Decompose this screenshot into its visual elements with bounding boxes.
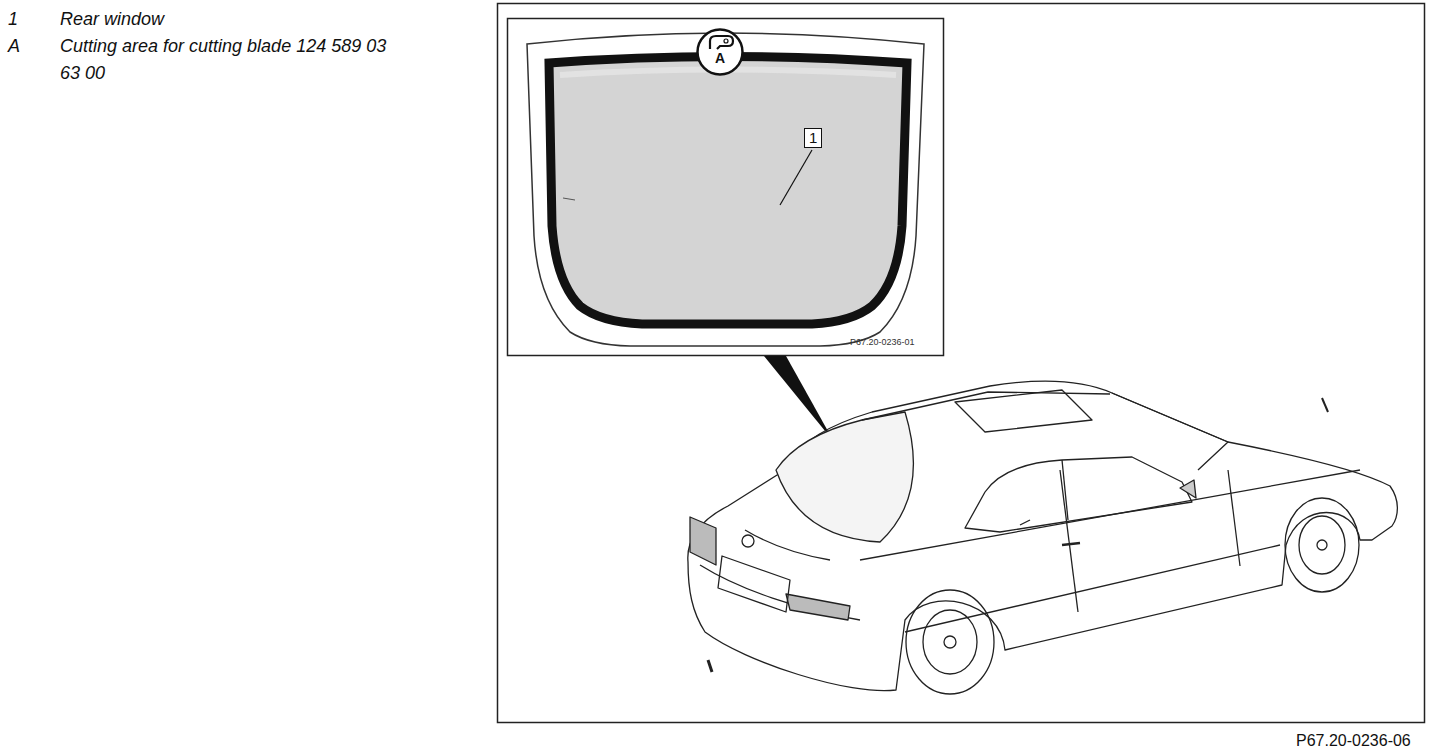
- rear-hub: [944, 636, 956, 648]
- symbol-letter: A: [696, 50, 744, 66]
- legend-text: Rear window: [60, 6, 164, 33]
- antenna: [1322, 398, 1328, 412]
- front-rim: [1299, 516, 1345, 574]
- emblem: [742, 535, 754, 547]
- license-plate: [718, 556, 790, 612]
- rear-window-glass: [549, 57, 907, 325]
- car-rear-window: [776, 412, 914, 542]
- outer-frame: [498, 4, 1425, 723]
- inset-frame: [508, 19, 944, 356]
- bumper-line: [700, 565, 860, 620]
- door-line: [1060, 470, 1078, 612]
- legend-key: 1: [8, 6, 18, 33]
- sill-line: [905, 545, 1280, 632]
- car-illustration: [688, 381, 1398, 694]
- sunroof: [955, 390, 1092, 432]
- cutting-blade-icon: [710, 36, 733, 49]
- callout-number: 1: [804, 128, 822, 148]
- legend-text: Cutting area for cutting blade 124 589 0…: [60, 33, 390, 87]
- trunk-line: [745, 530, 830, 560]
- symbol-text-holder: A: [696, 50, 744, 66]
- symbol-circle: A: [696, 28, 744, 76]
- figure-reference: P67.20-0236-01: [850, 337, 915, 348]
- rear-wheel: [906, 590, 994, 694]
- front-wheel: [1285, 498, 1359, 592]
- front-hub: [1317, 540, 1327, 550]
- mirror: [1180, 480, 1196, 498]
- exhaust: [708, 660, 712, 672]
- legend-key: A: [8, 33, 20, 60]
- door-handle: [1062, 543, 1080, 545]
- roof-line: [862, 392, 1110, 420]
- windshield: [1112, 393, 1228, 470]
- leader-line: [780, 150, 812, 205]
- rear-rim: [923, 610, 977, 674]
- body-opening-outline: [527, 33, 924, 346]
- glass-mark: [563, 198, 575, 200]
- blade-icon-dot: [724, 39, 728, 43]
- figure-reference: P67.20-0236-06: [1296, 731, 1411, 751]
- car-body-outline: [688, 381, 1398, 690]
- taillight-left: [690, 517, 716, 565]
- door-line-front: [1228, 470, 1240, 566]
- pointer-wedge: [764, 356, 834, 442]
- taillight-right: [786, 594, 850, 620]
- fuel-flap: [1020, 520, 1030, 525]
